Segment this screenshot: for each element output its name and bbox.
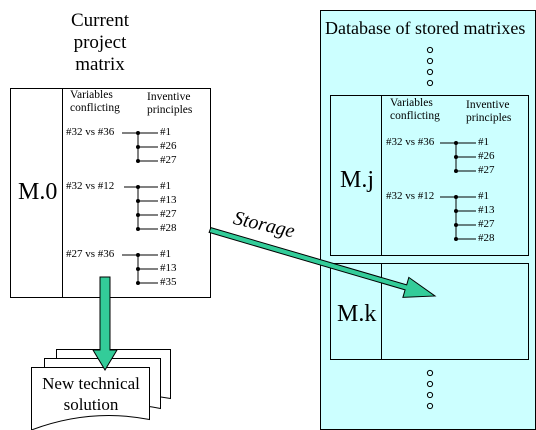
m0-row3-pair: #27 vs #36: [66, 248, 115, 260]
current-matrix-title: Current project matrix: [45, 10, 155, 76]
current-title-line-2: project: [73, 32, 127, 53]
document-page-front: [31, 367, 150, 430]
mj-row1-principle-1: #1: [478, 136, 489, 148]
m0-header-principles: Inventive principles: [147, 91, 192, 117]
m0-row1-principle-1: #1: [160, 126, 171, 138]
mj-row1-dots: [454, 141, 458, 173]
m0-row3-principle-2: #13: [160, 262, 177, 274]
m0-header-variables-line-1: Variables: [70, 89, 113, 101]
m0-row1-pair: #32 vs #36: [66, 126, 115, 138]
mj-row1-pair: #32 vs #36: [386, 136, 435, 148]
m0-header-variables: Variables conflicting: [70, 89, 120, 115]
mj-header-principles-line-2: principles: [466, 112, 512, 124]
matrix-mj-box: [330, 95, 529, 256]
mj-header-variables-line-1: Variables: [390, 97, 433, 109]
m0-row3-dots: [136, 253, 140, 285]
mj-row2-principle-2: #13: [478, 204, 495, 216]
mj-row2-dots: [454, 195, 458, 241]
m0-row1-bracket: [122, 132, 158, 162]
database-ellipsis-bottom: [426, 369, 434, 410]
m0-header-variables-line-2: conflicting: [70, 102, 120, 114]
mj-row2-bracket: [440, 196, 476, 240]
solution-document-stack: [31, 349, 171, 430]
mj-row1-principle-2: #26: [478, 150, 495, 162]
matrix-mj-label: M.j: [340, 167, 375, 193]
mj-row2-principle-1: #1: [478, 190, 489, 202]
matrix-mk-label: M.k: [337, 301, 377, 327]
m0-row1-principle-3: #27: [160, 154, 177, 166]
m0-row3-principle-1: #1: [160, 248, 171, 260]
database-title: Database of stored matrixes: [325, 18, 526, 38]
mj-row2-principle-4: #28: [478, 232, 495, 244]
solution-label-line-2: solution: [63, 395, 119, 414]
m0-row2-bracket: [124, 186, 158, 230]
matrix-mk-box: [330, 263, 529, 360]
arrow-storage: [208, 226, 437, 298]
mj-row2-pair: #32 vs #12: [386, 190, 435, 202]
m0-row2-principle-2: #13: [160, 194, 177, 206]
mj-header-principles-line-1: Inventive: [466, 99, 510, 111]
arrow-to-solution: [92, 276, 118, 371]
m0-row2-dots: [136, 185, 140, 231]
m0-row2-principle-3: #27: [160, 208, 177, 220]
matrix-m0-box: [10, 88, 211, 298]
matrix-m0-label: M.0: [18, 179, 58, 205]
mj-row1-principle-3: #27: [478, 164, 495, 176]
m0-row2-principle-4: #28: [160, 222, 177, 234]
m0-row1-principle-2: #26: [160, 140, 177, 152]
mj-header-variables: Variables conflicting: [390, 97, 440, 123]
mj-row2-principle-3: #27: [478, 218, 495, 230]
m0-row3-principle-3: #35: [160, 276, 177, 288]
database-ellipsis-top: [426, 46, 434, 87]
mj-header-variables-line-2: conflicting: [390, 110, 440, 122]
solution-label: New technical solution: [26, 373, 156, 415]
m0-header-principles-line-1: Inventive: [147, 91, 191, 103]
m0-header-principles-line-2: principles: [147, 104, 193, 116]
current-title-line-3: matrix: [75, 54, 125, 75]
mj-header-principles: Inventive principles: [466, 99, 511, 125]
m0-row2-pair: #32 vs #12: [66, 180, 115, 192]
solution-label-line-1: New technical: [42, 374, 140, 393]
current-title-line-1: Current: [70, 10, 130, 31]
m0-row2-principle-1: #1: [160, 180, 171, 192]
m0-row1-dots: [136, 131, 140, 163]
